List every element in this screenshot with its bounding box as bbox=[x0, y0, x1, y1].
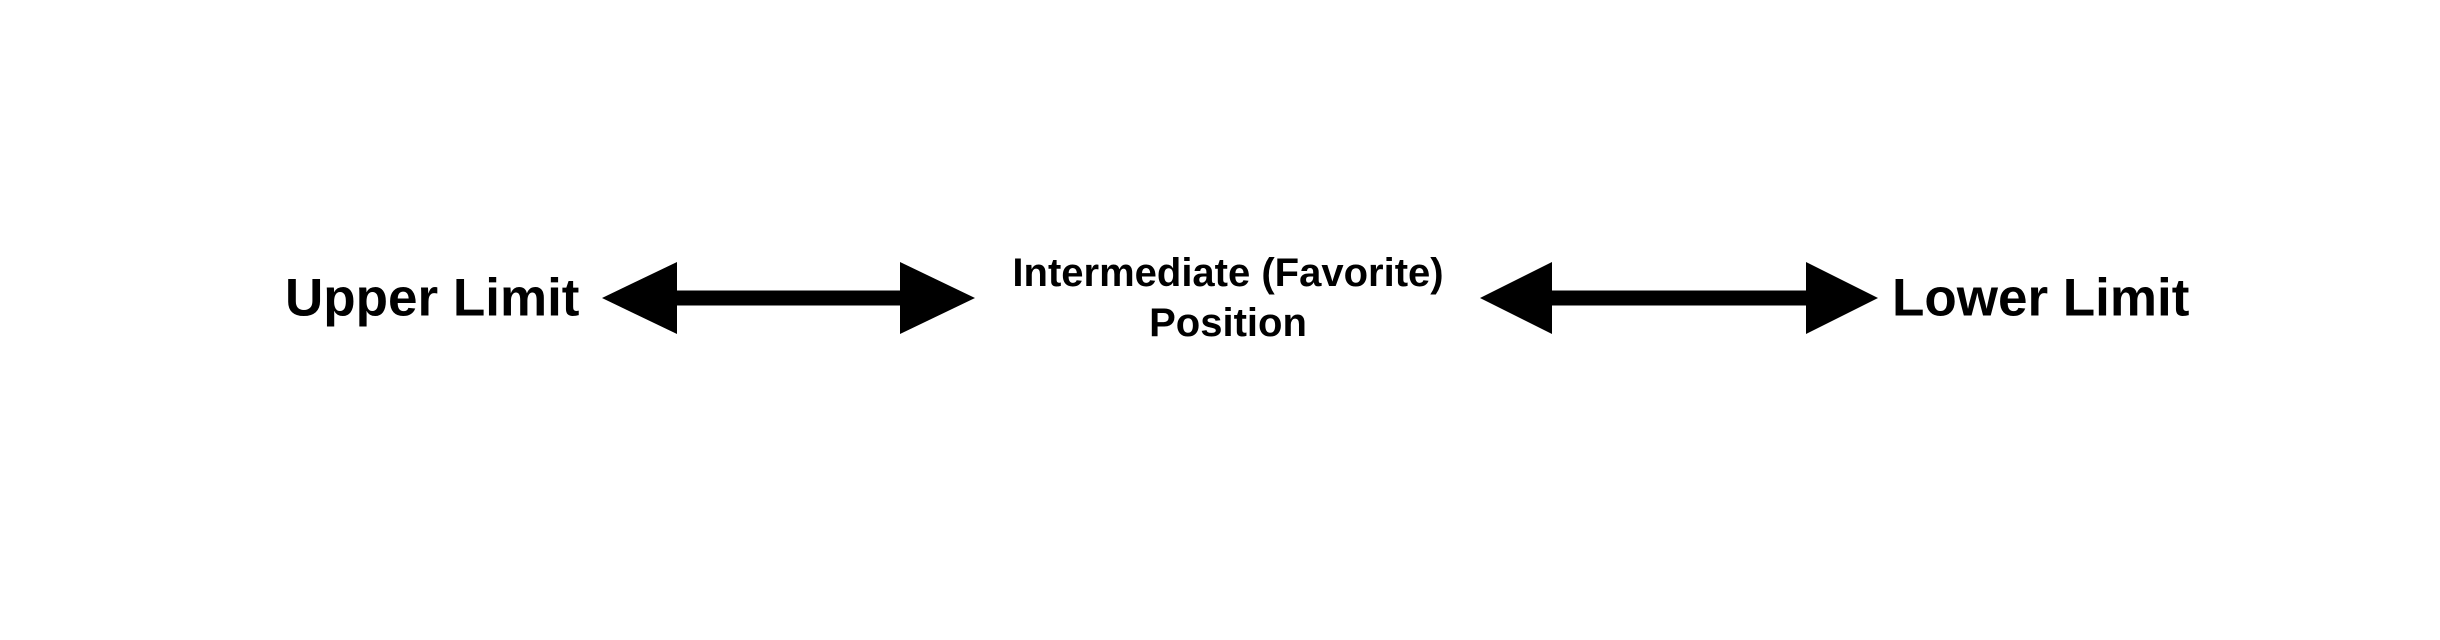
double-headed-arrow-icon bbox=[602, 262, 975, 334]
arrow-left-head bbox=[1480, 262, 1552, 334]
intermediate-position-label-line1: Intermediate (Favorite) bbox=[1012, 251, 1444, 295]
arrow-left-head bbox=[602, 262, 677, 334]
arrow-shaft bbox=[675, 290, 902, 306]
arrow-right-head bbox=[900, 262, 975, 334]
intermediate-position-label-line2: Position bbox=[1149, 301, 1307, 345]
arrow-right-head bbox=[1806, 262, 1878, 334]
double-headed-arrow-icon bbox=[1480, 262, 1878, 334]
intermediate-position-label: Intermediate (Favorite) Position bbox=[1012, 248, 1443, 348]
upper-limit-label: Upper Limit bbox=[285, 268, 580, 328]
arrow-shaft bbox=[1550, 290, 1808, 306]
lower-limit-label: Lower Limit bbox=[1892, 268, 2190, 328]
